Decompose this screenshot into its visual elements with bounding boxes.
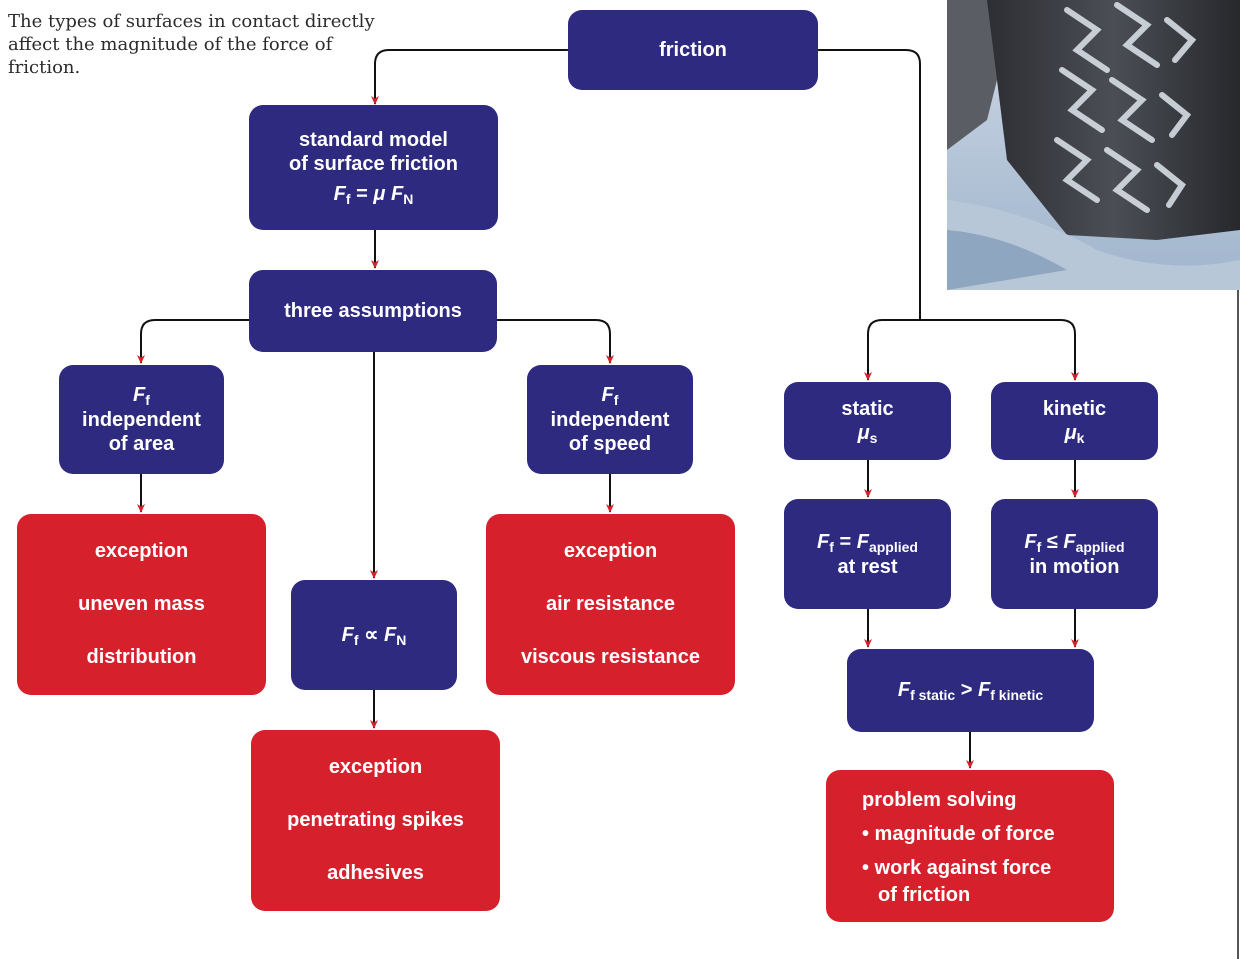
independent-of-area-node: Ff independent of area bbox=[59, 365, 224, 474]
standard-model-line2: of surface friction bbox=[289, 153, 458, 175]
standard-model-line1: standard model bbox=[299, 129, 448, 151]
speed-formula: Ff bbox=[601, 384, 619, 408]
static-node: static μs bbox=[784, 382, 951, 460]
static-equation-node: Ff = Fapplied at rest bbox=[784, 499, 951, 609]
page-edge-rule bbox=[1237, 290, 1239, 959]
connector-friction-to-standard-model bbox=[371, 46, 576, 105]
standard-model-node: standard model of surface friction Ff = … bbox=[249, 105, 498, 230]
problem-solving-node: problem solving • magnitude of force • w… bbox=[826, 770, 1114, 922]
caption-text: The types of surfaces in contact directl… bbox=[8, 11, 375, 78]
static-vs-kinetic-node: Ff static > Ff kinetic bbox=[847, 649, 1094, 732]
proportional-to-normal-node: Ff ∝ FN bbox=[291, 580, 457, 690]
kinetic-equation-node: Ff ≤ Fapplied in motion bbox=[991, 499, 1158, 609]
connector-friction-to-static-kinetic bbox=[818, 50, 1076, 380]
standard-model-equation: Ff = μ FN bbox=[333, 183, 414, 207]
friction-node: friction bbox=[568, 10, 818, 90]
connector-assumptions-left bbox=[137, 319, 250, 364]
connector-assumptions-right bbox=[497, 319, 614, 364]
area-formula: Ff bbox=[133, 384, 150, 408]
exception-proportional-node: exception penetrating spikes adhesives bbox=[251, 730, 500, 911]
kinetic-node: kinetic μk bbox=[991, 382, 1158, 460]
independent-of-speed-node: Ff independent of speed bbox=[527, 365, 693, 474]
exception-speed-node: exception air resistance viscous resista… bbox=[486, 514, 735, 695]
three-assumptions-node: three assumptions bbox=[249, 270, 497, 352]
tire-in-snow-photo bbox=[947, 0, 1240, 290]
exception-area-node: exception uneven mass distribution bbox=[17, 514, 266, 695]
